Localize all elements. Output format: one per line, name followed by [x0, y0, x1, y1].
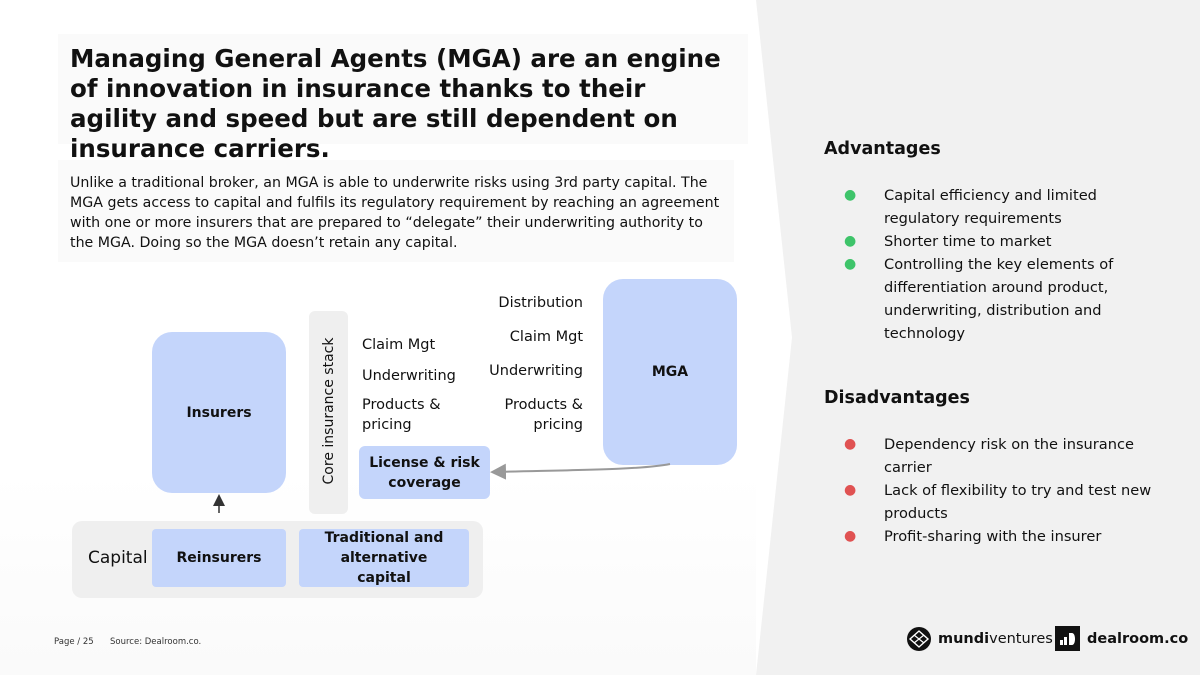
- insurer-stack-item: Underwriting: [362, 368, 456, 384]
- insurers-box: Insurers: [152, 332, 286, 493]
- advantage-item: ●Controlling the key elements of differe…: [824, 253, 1164, 345]
- bullet-dot-icon: ●: [844, 233, 857, 249]
- diagram-arrows: [213, 463, 671, 513]
- mundi-ventures-logo: mundiventures: [906, 626, 1053, 652]
- slide-title: Managing General Agents (MGA) are an eng…: [70, 44, 721, 163]
- bullet-dot-icon: ●: [844, 187, 857, 203]
- intro-paragraph: Unlike a traditional broker, an MGA is a…: [70, 175, 720, 251]
- mga-stack-item: Distribution: [498, 295, 583, 311]
- disadvantage-item: ●Dependency risk on the insurance carrie…: [824, 433, 1164, 479]
- bullet-dot-icon: ●: [844, 436, 857, 452]
- mga-to-license-arrow: [490, 463, 671, 480]
- license-risk-coverage-box: License & risk coverage: [359, 446, 490, 499]
- disadvantages-heading: Disadvantages: [824, 388, 970, 408]
- source-note: Source: Dealroom.co.: [110, 637, 202, 647]
- mga-stack-item: Underwriting: [489, 363, 583, 379]
- mga-stack-item: Claim Mgt: [509, 329, 583, 345]
- capital-label: Capital: [88, 548, 148, 568]
- advantages-heading: Advantages: [824, 139, 941, 159]
- mundi-globe-icon: [907, 627, 931, 651]
- alternative-capital-box: Traditional and alternative capital: [299, 529, 469, 587]
- core-insurance-stack-bar: [309, 311, 348, 514]
- mundi-ventures-wordmark: mundiventures: [938, 631, 1053, 647]
- dealroom-logo: dealroom.co: [1055, 626, 1188, 651]
- dealroom-bars-icon: [1059, 632, 1075, 645]
- bullet-dot-icon: ●: [844, 528, 857, 544]
- insurer-stack-item: Products & pricing: [362, 397, 441, 433]
- reinsurers-box: Reinsurers: [152, 529, 286, 587]
- disadvantage-item: ●Profit-sharing with the insurer: [824, 525, 1164, 548]
- disadvantage-item: ●Lack of flexibility to try and test new…: [824, 479, 1164, 525]
- dealroom-wordmark: dealroom.co: [1087, 630, 1189, 647]
- bullet-dot-icon: ●: [844, 482, 857, 498]
- insurer-stack-item: Claim Mgt: [362, 337, 436, 353]
- mga-box: MGA: [603, 279, 737, 465]
- bullet-dot-icon: ●: [844, 256, 857, 272]
- advantage-item: ●Capital efficiency and limited regulato…: [824, 184, 1164, 230]
- title-background: [58, 34, 748, 144]
- intro-background: [58, 160, 734, 262]
- dealroom-icon: [1055, 626, 1080, 651]
- page-number: Page / 25: [54, 637, 94, 647]
- disadvantages-list: ●Dependency risk on the insurance carrie…: [824, 433, 1164, 548]
- mga-stack-item: Products & pricing: [504, 397, 583, 433]
- right-panel-background: [756, 0, 1200, 675]
- advantages-list: ●Capital efficiency and limited regulato…: [824, 184, 1164, 345]
- advantage-item: ●Shorter time to market: [824, 230, 1164, 253]
